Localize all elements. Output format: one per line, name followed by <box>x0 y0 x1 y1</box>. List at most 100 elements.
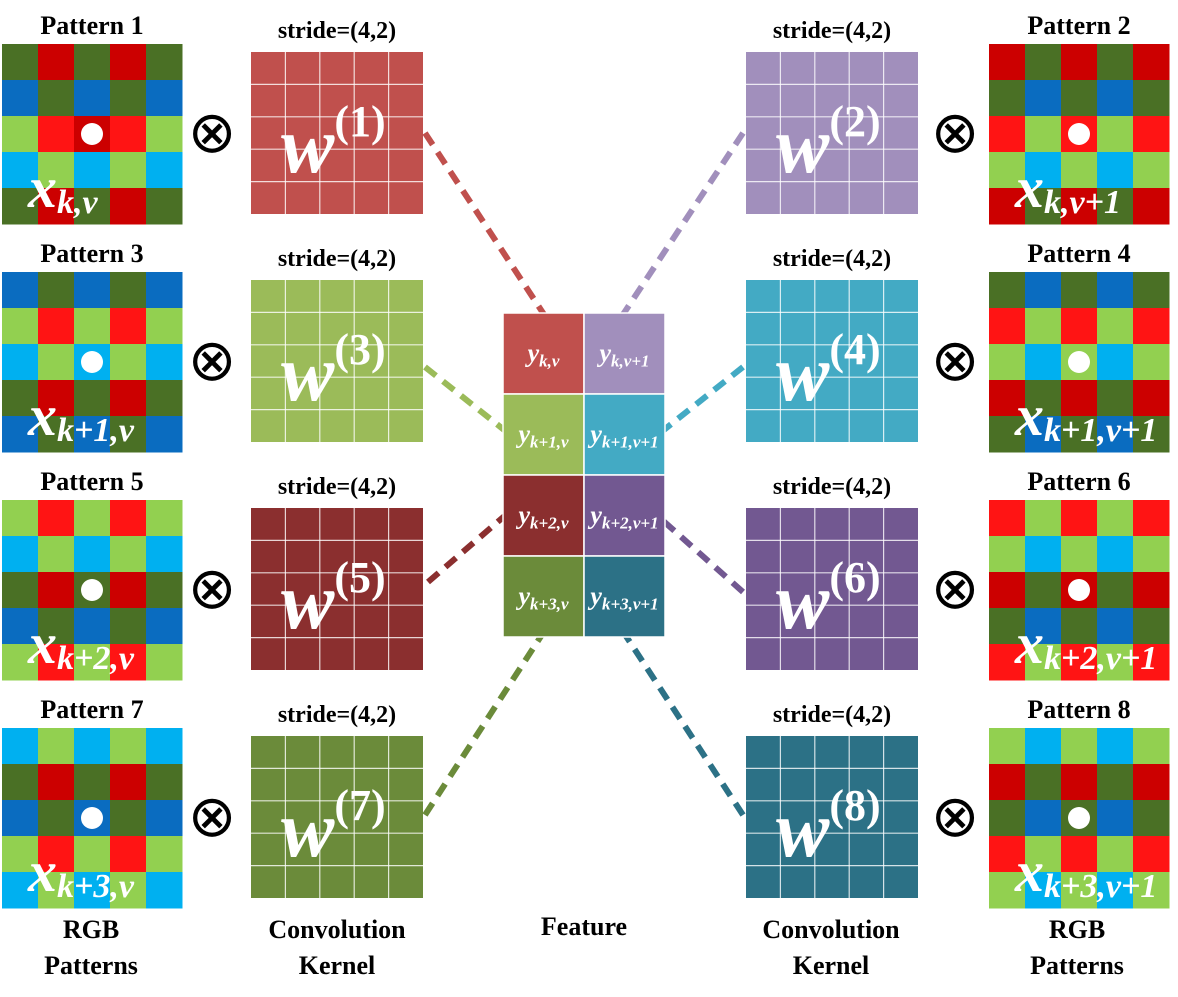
pattern-pixel <box>1133 344 1170 381</box>
feature-cell: yk+2,v+1 <box>583 474 666 557</box>
pattern-pixel <box>38 344 75 381</box>
pattern-pixel <box>1097 116 1134 153</box>
pattern-pixel <box>74 536 111 573</box>
pattern-pixel <box>146 800 183 837</box>
pattern-label: Pattern 5 <box>40 467 143 496</box>
pattern-pixel <box>989 416 1026 453</box>
pattern-pixel <box>1097 572 1134 609</box>
pattern-pixel <box>146 80 183 117</box>
pattern-pixel <box>110 380 147 417</box>
center-pixel-marker <box>1068 579 1090 601</box>
pattern-pixel <box>38 608 75 645</box>
footer-right-patterns-line2: Patterns <box>1030 951 1124 980</box>
rgb-pattern-8: Pattern 8xk+3,v+1 <box>989 695 1170 909</box>
pattern-pixel <box>110 188 147 225</box>
pattern-pixel <box>1133 188 1170 225</box>
convolution-operator-icon: ⊗ <box>931 326 980 394</box>
rgb-pattern-5: Pattern 5 xk+2,v <box>2 467 183 681</box>
pattern-pixel <box>74 44 111 81</box>
pattern-pixel <box>110 344 147 381</box>
center-pixel-marker <box>1068 807 1090 829</box>
kernel-fill <box>746 736 918 898</box>
kernel-weight-label: w(6) <box>776 553 881 646</box>
center-pixel-marker <box>81 351 103 373</box>
pattern-pixel <box>989 44 1026 81</box>
pattern-pixel <box>989 572 1026 609</box>
convolution-operator-icon: ⊗ <box>188 98 237 166</box>
pattern-pixel <box>2 500 39 537</box>
pattern-pixel <box>1061 416 1098 453</box>
feature-cell-label: yk+3,v <box>515 582 568 614</box>
pattern-pixel <box>989 380 1026 417</box>
pattern-pixel <box>1061 80 1098 117</box>
stride-label: stride=(4,2) <box>773 246 891 272</box>
pattern-pixel <box>38 272 75 309</box>
pattern-pixel <box>38 44 75 81</box>
pattern-pixel <box>1097 308 1134 345</box>
pattern-pixel <box>38 500 75 537</box>
pattern-pixel <box>1025 608 1062 645</box>
pattern-pixel <box>110 836 147 873</box>
convolution-kernels: stride=(4,2)w(1)stride=(4,2)w(2)stride=(… <box>251 18 918 898</box>
kernel-5: stride=(4,2)w(5) <box>251 474 423 670</box>
center-pixel-marker <box>1068 123 1090 145</box>
pattern-pixel <box>1061 536 1098 573</box>
pattern-pixel <box>2 44 39 81</box>
connector-line <box>658 364 745 436</box>
pattern-pixel <box>146 416 183 453</box>
pattern-pixel <box>2 272 39 309</box>
feature-cell-fill <box>583 555 666 638</box>
feature-cell-label: yk+1,v <box>515 420 568 452</box>
pattern-pixel <box>38 644 75 681</box>
kernel-4: stride=(4,2)w(4) <box>746 246 918 442</box>
pattern-pixel <box>1133 44 1170 81</box>
pattern-pixel <box>989 872 1026 909</box>
pattern-input-label: xk,v <box>27 155 99 221</box>
pattern-pixel <box>989 800 1026 837</box>
pattern-pixel <box>989 188 1026 225</box>
pattern-pixel <box>1097 380 1134 417</box>
pattern-pixel <box>74 872 111 909</box>
pattern-pixel <box>1025 644 1062 681</box>
kernel-fill <box>746 508 918 670</box>
pattern-pixel <box>1025 272 1062 309</box>
feature-cell-fill <box>583 393 666 476</box>
pattern-pixel <box>1097 152 1134 189</box>
connector-line <box>423 364 510 436</box>
feature-cell-label: yk,v <box>525 339 560 371</box>
pattern-pixel <box>146 500 183 537</box>
pattern-pixel <box>1133 308 1170 345</box>
pattern-pixel <box>38 764 75 801</box>
feature-cell-fill <box>502 393 585 476</box>
pattern-pixel <box>1025 536 1062 573</box>
pattern-pixel <box>1133 728 1170 765</box>
pattern-input-label: xk+2,v <box>27 611 135 677</box>
pattern-pixel <box>1133 152 1170 189</box>
pattern-pixel <box>1061 272 1098 309</box>
pattern-pixel <box>989 152 1026 189</box>
pattern-pixel <box>1133 800 1170 837</box>
pattern-pixel <box>1061 44 1098 81</box>
pattern-pixel <box>989 500 1026 537</box>
connector-line <box>422 628 548 817</box>
pattern-pixel <box>1061 836 1098 873</box>
pattern-pixel <box>146 836 183 873</box>
feature-cell-label: yk,v+1 <box>596 339 649 371</box>
pattern-pixel <box>989 836 1026 873</box>
pattern-pixel <box>110 308 147 345</box>
convolution-operator-icon: ⊗ <box>931 98 980 166</box>
pattern-pixel <box>110 644 147 681</box>
pattern-pixel <box>38 416 75 453</box>
feature-cell-label: yk+3,v+1 <box>587 582 658 614</box>
pattern-pixel <box>2 764 39 801</box>
stride-label: stride=(4,2) <box>278 702 396 728</box>
footer-left-patterns-line2: Patterns <box>44 951 138 980</box>
rgb-pattern-1: Pattern 1xk,v <box>2 11 183 225</box>
pattern-pixel <box>2 536 39 573</box>
pattern-pixel <box>2 608 39 645</box>
pattern-pixel <box>1061 308 1098 345</box>
footer-left-kernel-line2: Kernel <box>299 951 376 980</box>
